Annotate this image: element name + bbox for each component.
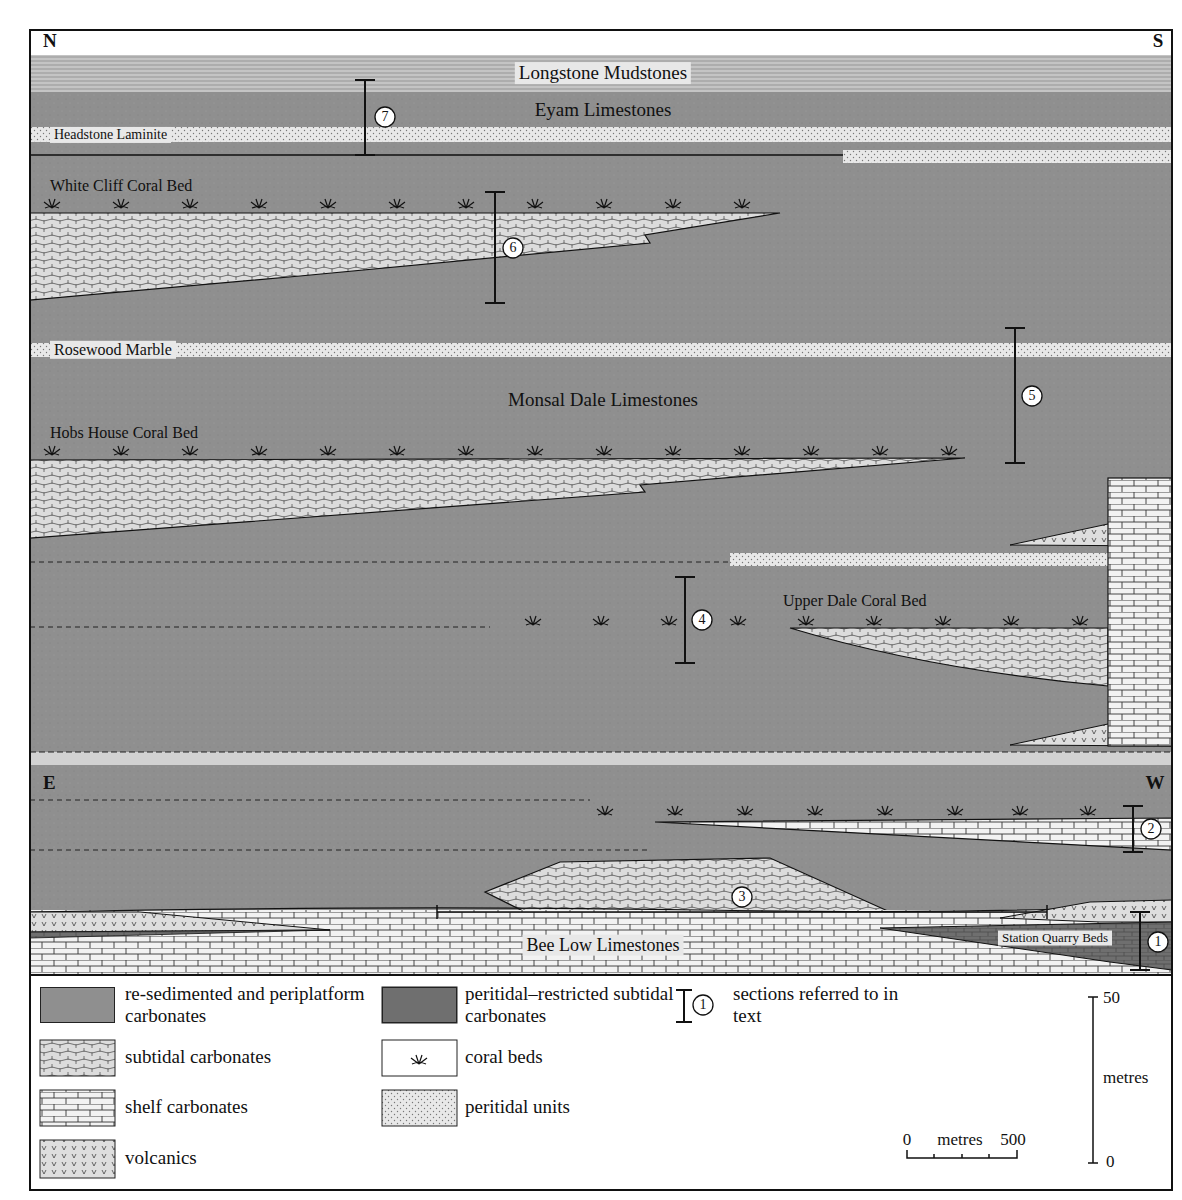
legend-text: peritidal units bbox=[465, 1096, 680, 1118]
coral-symbol bbox=[877, 806, 893, 815]
coral-symbol bbox=[389, 199, 405, 208]
coral-symbol bbox=[1072, 616, 1088, 625]
coral-symbol bbox=[665, 199, 681, 208]
coral-symbol bbox=[737, 806, 753, 815]
legend-text: sections referred to in text bbox=[733, 983, 908, 1027]
callout-number: 3 bbox=[739, 889, 746, 905]
coral-bed-name: Hobs House Coral Bed bbox=[50, 424, 198, 442]
legend-text: shelf carbonates bbox=[125, 1096, 365, 1118]
callout-number: 1 bbox=[1155, 934, 1162, 950]
coral-symbol bbox=[866, 616, 882, 625]
coral-symbol bbox=[596, 199, 612, 208]
coral-symbol bbox=[1012, 806, 1028, 815]
callout-number: 1 bbox=[700, 997, 707, 1013]
coral-bed-name: White Cliff Coral Bed bbox=[50, 177, 192, 195]
callout-number: 6 bbox=[510, 240, 517, 256]
compass-letter: E bbox=[43, 772, 56, 794]
coral-symbol bbox=[182, 446, 198, 455]
coral-symbol bbox=[593, 616, 609, 625]
legend-text: volcanics bbox=[125, 1147, 365, 1169]
coral-symbol bbox=[527, 199, 543, 208]
coral-symbol bbox=[596, 446, 612, 455]
coral-symbol bbox=[807, 806, 823, 815]
scale-value: 500 bbox=[1000, 1130, 1026, 1150]
formation-name: Longstone Mudstones bbox=[515, 62, 691, 84]
legend-swatch bbox=[382, 987, 457, 1023]
coral-symbol bbox=[730, 616, 746, 625]
callout-number: 4 bbox=[699, 612, 706, 628]
coral-symbol bbox=[458, 446, 474, 455]
coral-symbol bbox=[320, 199, 336, 208]
coral-symbol bbox=[1003, 616, 1019, 625]
coral-symbol bbox=[665, 446, 681, 455]
coral-symbol bbox=[803, 446, 819, 455]
legend-text: subtidal carbonates bbox=[125, 1046, 365, 1068]
scale-unit: metres bbox=[1103, 1068, 1148, 1088]
coral-symbol bbox=[44, 199, 60, 208]
legend-text: peritidal–restricted subtidal carbonates bbox=[465, 983, 680, 1027]
legend-text: coral beds bbox=[465, 1046, 680, 1068]
coral-bed-name: Upper Dale Coral Bed bbox=[783, 592, 927, 610]
coral-symbol bbox=[798, 616, 814, 625]
coral-symbol bbox=[527, 446, 543, 455]
scale-value: 0 bbox=[903, 1130, 912, 1150]
coral-symbol bbox=[661, 616, 677, 625]
compass-letter: W bbox=[1146, 772, 1165, 794]
formation-name: Monsal Dale Limestones bbox=[508, 389, 698, 411]
coral-symbol bbox=[734, 446, 750, 455]
coral-symbol bbox=[113, 446, 129, 455]
formation-name: Bee Low Limestones bbox=[523, 935, 684, 956]
legend-text: re-sedimented and periplatform carbonate… bbox=[125, 983, 365, 1027]
coral-symbol bbox=[113, 199, 129, 208]
scale-unit: metres bbox=[937, 1130, 982, 1150]
coral-symbol bbox=[734, 199, 750, 208]
coral-symbol bbox=[872, 446, 888, 455]
coral-symbol bbox=[251, 199, 267, 208]
coral-symbol bbox=[935, 616, 951, 625]
coral-symbol bbox=[667, 806, 683, 815]
unit-name: Rosewood Marble bbox=[50, 341, 176, 359]
coral-symbol bbox=[525, 616, 541, 625]
legend-swatch bbox=[40, 987, 115, 1023]
coral-symbol bbox=[320, 446, 336, 455]
callout-number: 7 bbox=[382, 109, 389, 125]
callout-number: 5 bbox=[1029, 388, 1036, 404]
compass-letter: S bbox=[1153, 30, 1164, 52]
coral-symbol bbox=[251, 446, 267, 455]
coral-symbol bbox=[44, 446, 60, 455]
coral-symbol bbox=[182, 199, 198, 208]
scale-value: 0 bbox=[1106, 1152, 1115, 1172]
formation-name: Eyam Limestones bbox=[535, 99, 672, 121]
unit-name: Station Quarry Beds bbox=[998, 931, 1112, 946]
coral-symbol bbox=[597, 806, 613, 815]
coral-symbol bbox=[1080, 806, 1096, 815]
coral-symbol bbox=[389, 446, 405, 455]
scale-value: 50 bbox=[1103, 988, 1120, 1008]
coral-symbol bbox=[458, 199, 474, 208]
callout-number: 2 bbox=[1148, 821, 1155, 837]
coral-symbol bbox=[947, 806, 963, 815]
coral-symbol bbox=[941, 446, 957, 455]
unit-name: Headstone Laminite bbox=[50, 127, 171, 143]
compass-letter: N bbox=[43, 30, 57, 52]
